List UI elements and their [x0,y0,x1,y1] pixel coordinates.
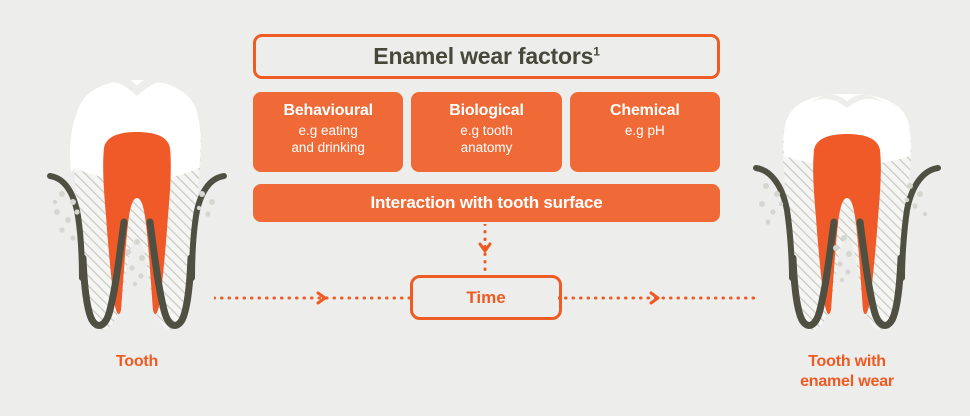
factor-example: e.g pH [570,122,720,139]
factor-example-line2: anatomy [460,140,513,155]
factor-example-line1: e.g pH [624,123,665,138]
bone-stipple [759,183,928,283]
tooth-label-right-line2: enamel wear [800,373,894,390]
time-box: Time [410,275,562,320]
enamel-wear-factors-title-box: Enamel wear factors1 [253,34,720,79]
tooth-label-left-text: Tooth [115,353,159,370]
time-label: Time [466,287,506,307]
factor-example-line1: e.g eating [298,123,358,138]
gum-line-left [753,165,795,281]
root-outline-right [856,218,905,329]
healthy-tooth-icon [47,77,227,330]
tooth-label-right-line1: Tooth with [808,353,886,370]
dotted-arrow-down-icon [478,224,492,276]
tooth-label-right: Tooth with enamel wear [752,352,942,392]
interaction-with-tooth-surface-box: Interaction with tooth surface [253,184,720,222]
interaction-label: Interaction with tooth surface [370,193,603,212]
root-outline-right [146,218,195,329]
factor-title: Behavioural [283,102,373,119]
factor-example: e.g eating and drinking [253,122,403,156]
bone-stipple [52,191,215,287]
factor-example-line1: e.g tooth [460,123,513,138]
factor-title: Biological [449,102,524,119]
factor-box-biological: Biological e.g tooth anatomy [411,92,562,172]
page-title-text: Enamel wear factors [373,43,594,69]
factor-box-behavioural: Behavioural e.g eating and drinking [253,92,404,172]
gum-line-left [47,173,85,281]
gum-line-right [189,173,227,281]
worn-tooth-icon [753,94,941,330]
factor-example-line2: and drinking [291,140,365,155]
factor-box-chemical: Chemical e.g pH [569,92,720,172]
dotted-arrow-right-icon-left [214,291,414,305]
factor-title: Chemical [610,102,680,119]
tooth-label-left: Tooth [42,352,232,372]
page-title: Enamel wear factors1 [373,43,600,70]
root-outline-left [789,218,838,329]
gum-line-right [899,165,941,281]
factor-example: e.g tooth anatomy [411,122,561,156]
footnote-marker: 1 [593,44,600,59]
factors-row: Behavioural e.g eating and drinking Biol… [253,92,720,172]
dotted-arrow-right-icon-right [558,291,758,305]
root-outline-left [79,218,128,329]
